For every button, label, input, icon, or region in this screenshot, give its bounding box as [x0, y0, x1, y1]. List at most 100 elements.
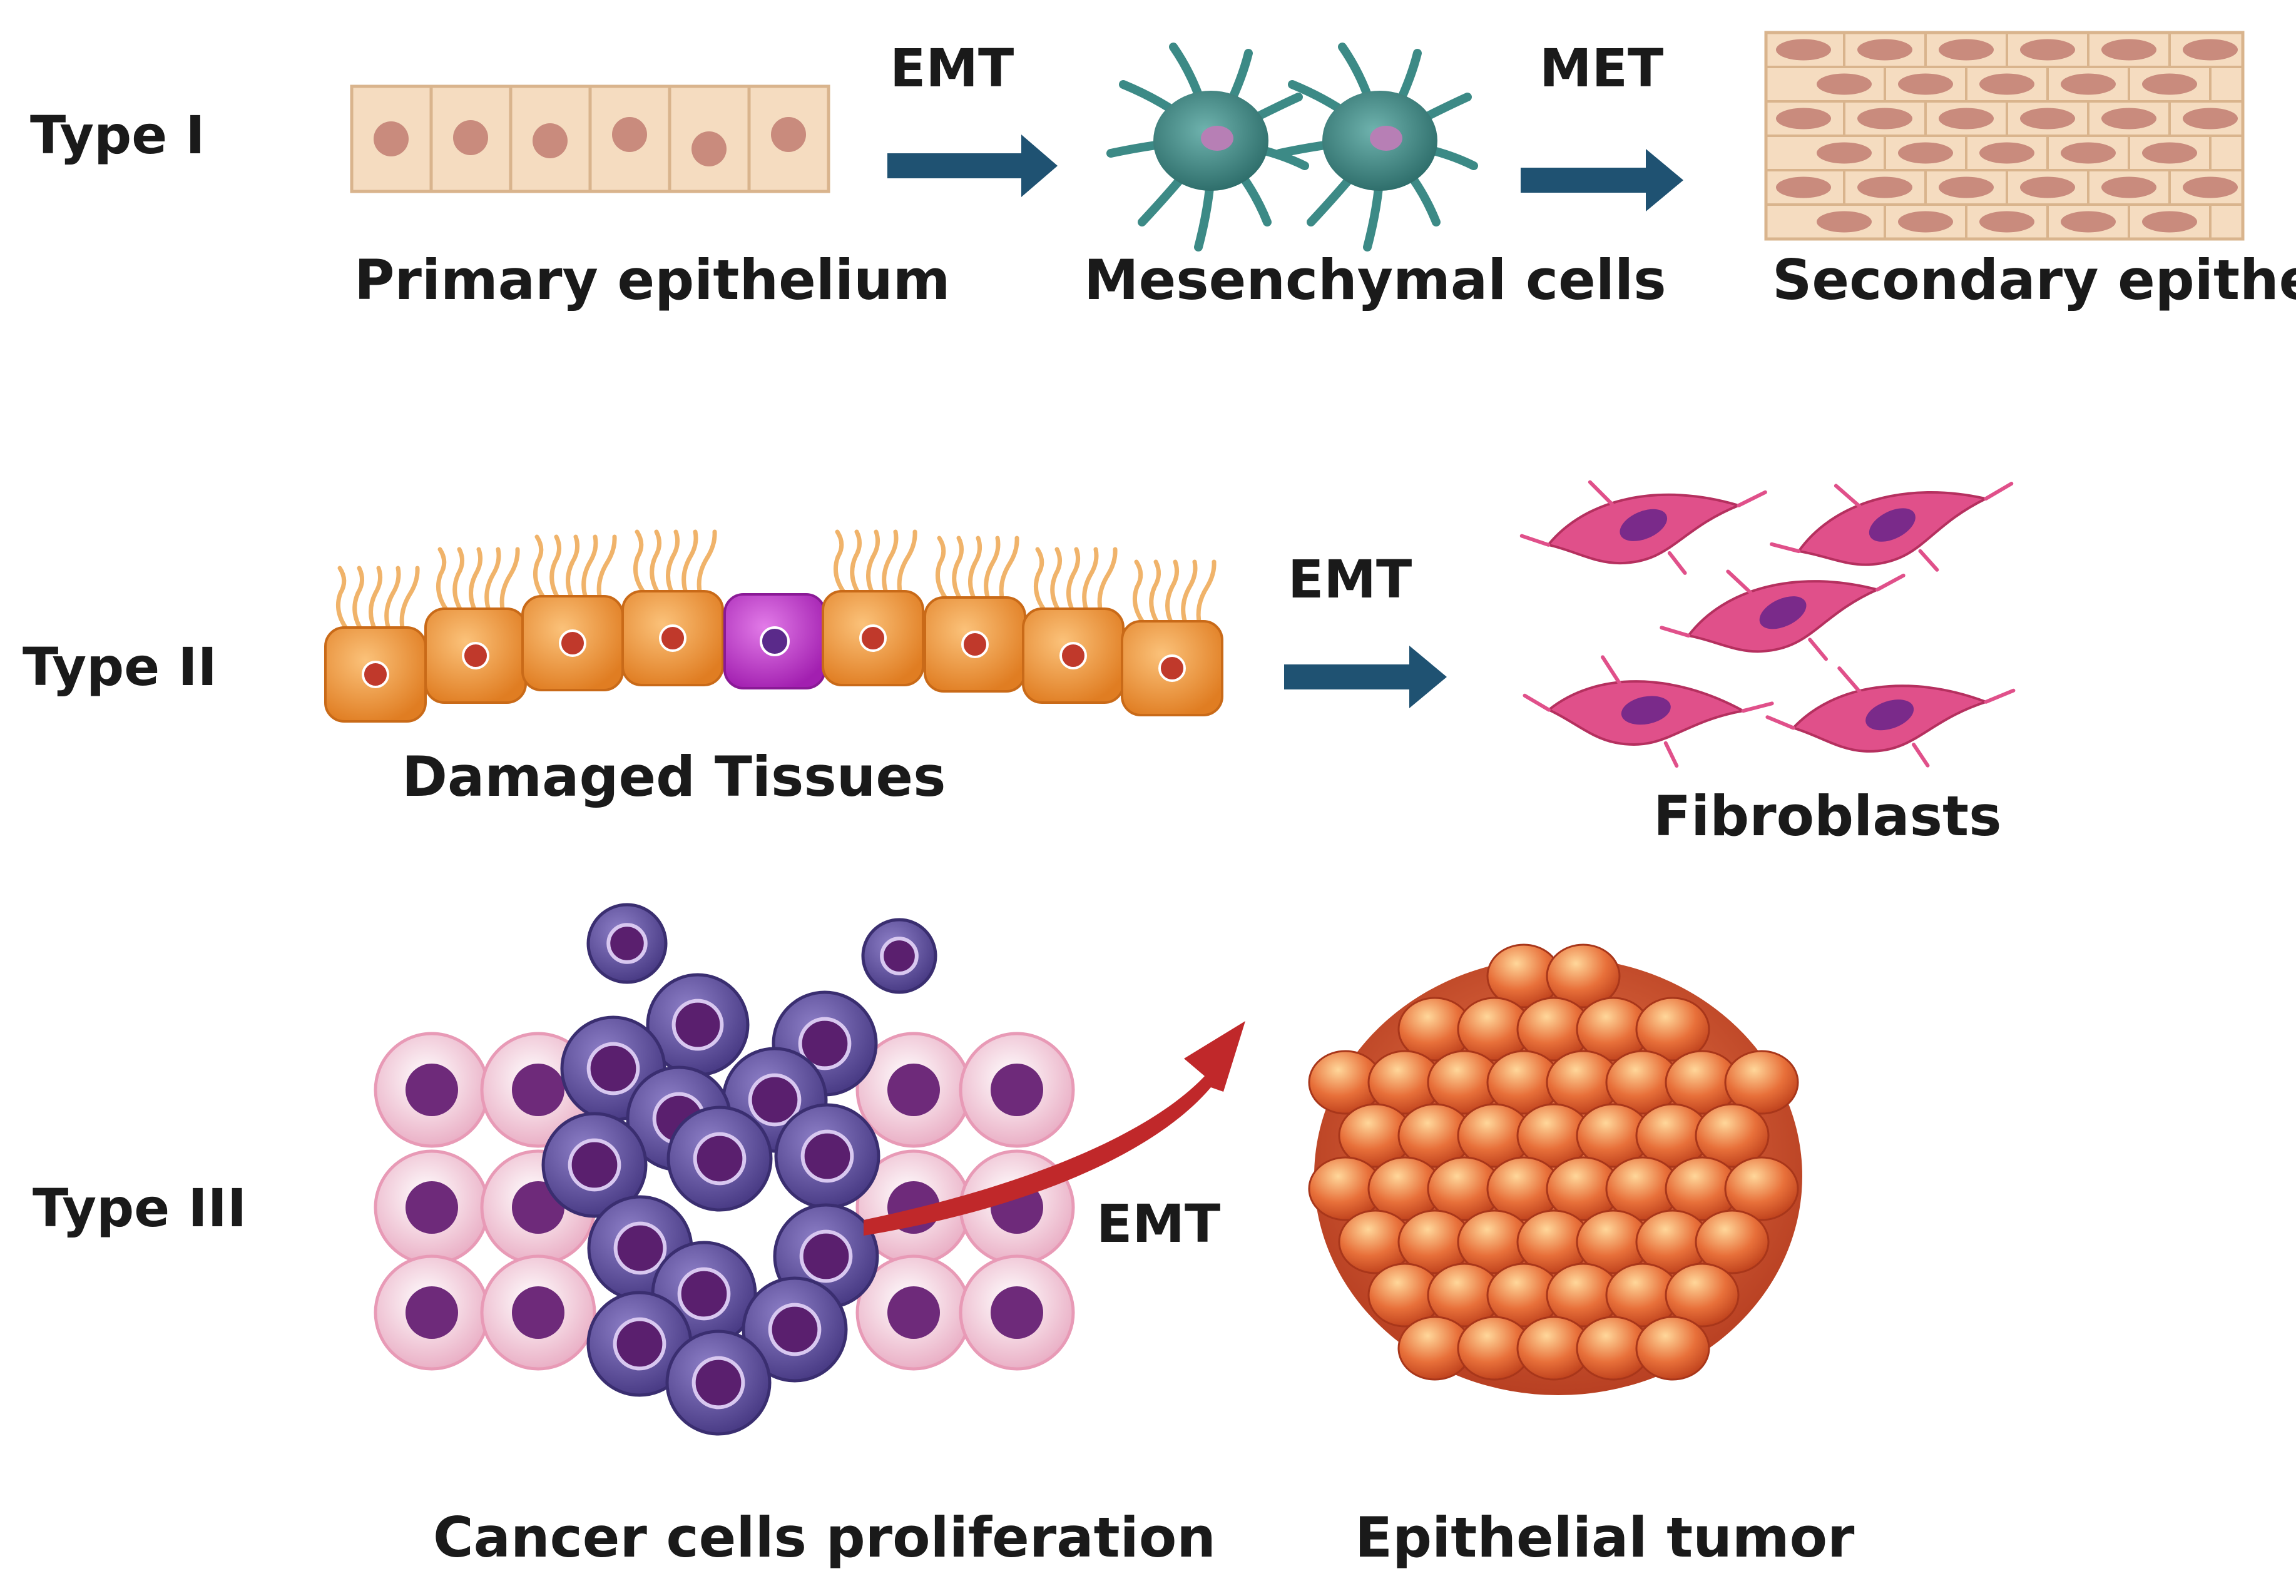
- mesenchymal-cell: [1106, 43, 1309, 252]
- tissue-cell-nucleus: [462, 642, 489, 669]
- type-1-row: Type I Primary epithelium EMT Mesenchyma…: [30, 31, 2296, 312]
- right-arrow-icon: [1284, 646, 1447, 708]
- fibroblast-nucleus: [1759, 596, 1807, 629]
- cancer-cell: [541, 1112, 648, 1218]
- normal-cell-nucleus: [991, 1064, 1043, 1116]
- secondary-cell-nucleus: [1857, 108, 1912, 130]
- met-label: MET: [1539, 38, 1663, 99]
- cancer-cell: [861, 918, 937, 994]
- fibroblast-cell: [1519, 480, 1767, 575]
- tissue-cell: [1022, 547, 1125, 704]
- emt-label-type-2: EMT: [1288, 549, 1412, 610]
- tissue-cell-nucleus: [760, 626, 790, 656]
- epithelium-cell-nucleus: [771, 117, 806, 152]
- cancer-cell-nucleus: [768, 1303, 822, 1356]
- secondary-cell-nucleus: [1939, 108, 1994, 130]
- normal-cell-nucleus: [887, 1064, 940, 1116]
- secondary-cell-nucleus: [1979, 142, 2034, 164]
- mesenchymal-cells-caption: Mesenchymal cells: [1084, 248, 1666, 312]
- cancer-cell-nucleus: [693, 1132, 747, 1186]
- fibroblast-nucleus: [1865, 699, 1914, 731]
- mesenchymal-nucleus: [1370, 126, 1402, 151]
- epithelium-cell-nucleus: [612, 117, 647, 152]
- primary-epithelium-illustration: [350, 84, 830, 193]
- mesenchymal-cell: [1275, 43, 1478, 252]
- normal-cell-nucleus: [512, 1064, 564, 1116]
- fibroblast-cell: [1770, 482, 2014, 572]
- epithelium-cell-nucleus: [691, 131, 727, 166]
- normal-cell-nucleus: [406, 1064, 458, 1116]
- secondary-cell-nucleus: [2061, 73, 2116, 95]
- fibroblast-cell: [1765, 666, 2016, 768]
- cancer-cell-nucleus: [613, 1317, 666, 1371]
- tissue-cell-nucleus: [859, 624, 887, 652]
- cancer-cell-nucleus: [568, 1138, 621, 1192]
- tissue-cell: [521, 534, 624, 691]
- cancer-cell-nucleus: [586, 1042, 640, 1095]
- tissue-cell-nucleus: [1158, 654, 1186, 682]
- primary-epithelium-caption: Primary epithelium: [354, 248, 950, 312]
- normal-cell-nucleus: [512, 1286, 564, 1339]
- secondary-cell-nucleus: [2101, 108, 2156, 130]
- damaged-tissues-caption: Damaged Tissues: [402, 745, 946, 809]
- secondary-epithelia-illustration: [1764, 31, 2245, 241]
- secondary-cell-nucleus: [1898, 73, 1953, 95]
- secondary-cell-nucleus: [1939, 176, 1994, 198]
- normal-cell: [374, 1032, 490, 1148]
- secondary-cell-nucleus: [2101, 39, 2156, 61]
- secondary-cell-nucleus: [1776, 176, 1831, 198]
- secondary-cell-nucleus: [1898, 142, 1953, 164]
- cancer-cell: [774, 1103, 880, 1209]
- secondary-cell-nucleus: [1817, 73, 1872, 95]
- tissue-cell-nucleus: [659, 624, 686, 652]
- fibroblasts-illustration: [1519, 480, 2016, 768]
- fibroblasts-caption: Fibroblasts: [1653, 784, 2002, 848]
- fibroblast-nucleus: [1869, 508, 1916, 542]
- secondary-cell-nucleus: [1776, 39, 1831, 61]
- tumor-nodule: [1695, 1103, 1770, 1168]
- secondary-cell-nucleus: [1817, 142, 1872, 164]
- fibroblast-nucleus: [1620, 509, 1668, 541]
- normal-cell: [480, 1254, 596, 1371]
- type-2-label: Type II: [23, 636, 217, 698]
- normal-cell-nucleus: [991, 1286, 1043, 1339]
- epithelium-cell-nucleus: [453, 120, 488, 155]
- cancer-cell: [666, 1106, 773, 1212]
- curved-arrow-icon: [864, 1021, 1245, 1236]
- tissue-cell: [924, 536, 1026, 693]
- normal-cell: [374, 1254, 490, 1371]
- secondary-cell-nucleus: [1898, 211, 1953, 233]
- normal-cell: [959, 1254, 1075, 1371]
- normal-cell: [855, 1254, 972, 1371]
- type-3-row: Type III Cancer cells proliferation EMT …: [33, 903, 1855, 1570]
- cancer-cell: [586, 1291, 693, 1397]
- secondary-cell-nucleus: [2020, 176, 2075, 198]
- cancer-cell-nucleus: [613, 1221, 667, 1275]
- secondary-cell-nucleus: [1817, 211, 1872, 233]
- fibroblast-nucleus: [1621, 696, 1671, 725]
- epithelium-cell-nucleus: [533, 123, 568, 158]
- tumor-nodule: [1635, 1316, 1710, 1381]
- cancer-cell-nucleus: [671, 999, 724, 1051]
- cancer-cell: [665, 1329, 772, 1436]
- secondary-cell-nucleus: [1979, 73, 2034, 95]
- fibroblast-cell: [1523, 655, 1774, 768]
- tissue-cell-nucleus: [362, 661, 389, 688]
- met-arrow: MET: [1521, 38, 1683, 211]
- normal-cell: [959, 1032, 1075, 1148]
- secondary-cell-nucleus: [2142, 211, 2197, 233]
- mesenchymal-cells-illustration: [1106, 43, 1478, 252]
- emt-arrow-type-1: EMT: [887, 38, 1058, 197]
- secondary-cell-nucleus: [2020, 39, 2075, 61]
- secondary-cell-nucleus: [2101, 176, 2156, 198]
- tissue-cell-nucleus: [1059, 642, 1087, 669]
- secondary-cell-nucleus: [2183, 39, 2238, 61]
- secondary-cell-nucleus: [2061, 142, 2116, 164]
- fibroblast-cell: [1660, 569, 1906, 661]
- secondary-cell-nucleus: [1776, 108, 1831, 130]
- epithelium-cell-nucleus: [374, 121, 409, 156]
- cancer-cells-caption: Cancer cells proliferation: [433, 1505, 1216, 1570]
- secondary-cell-nucleus: [2061, 211, 2116, 233]
- tissue-cell: [1121, 559, 1223, 716]
